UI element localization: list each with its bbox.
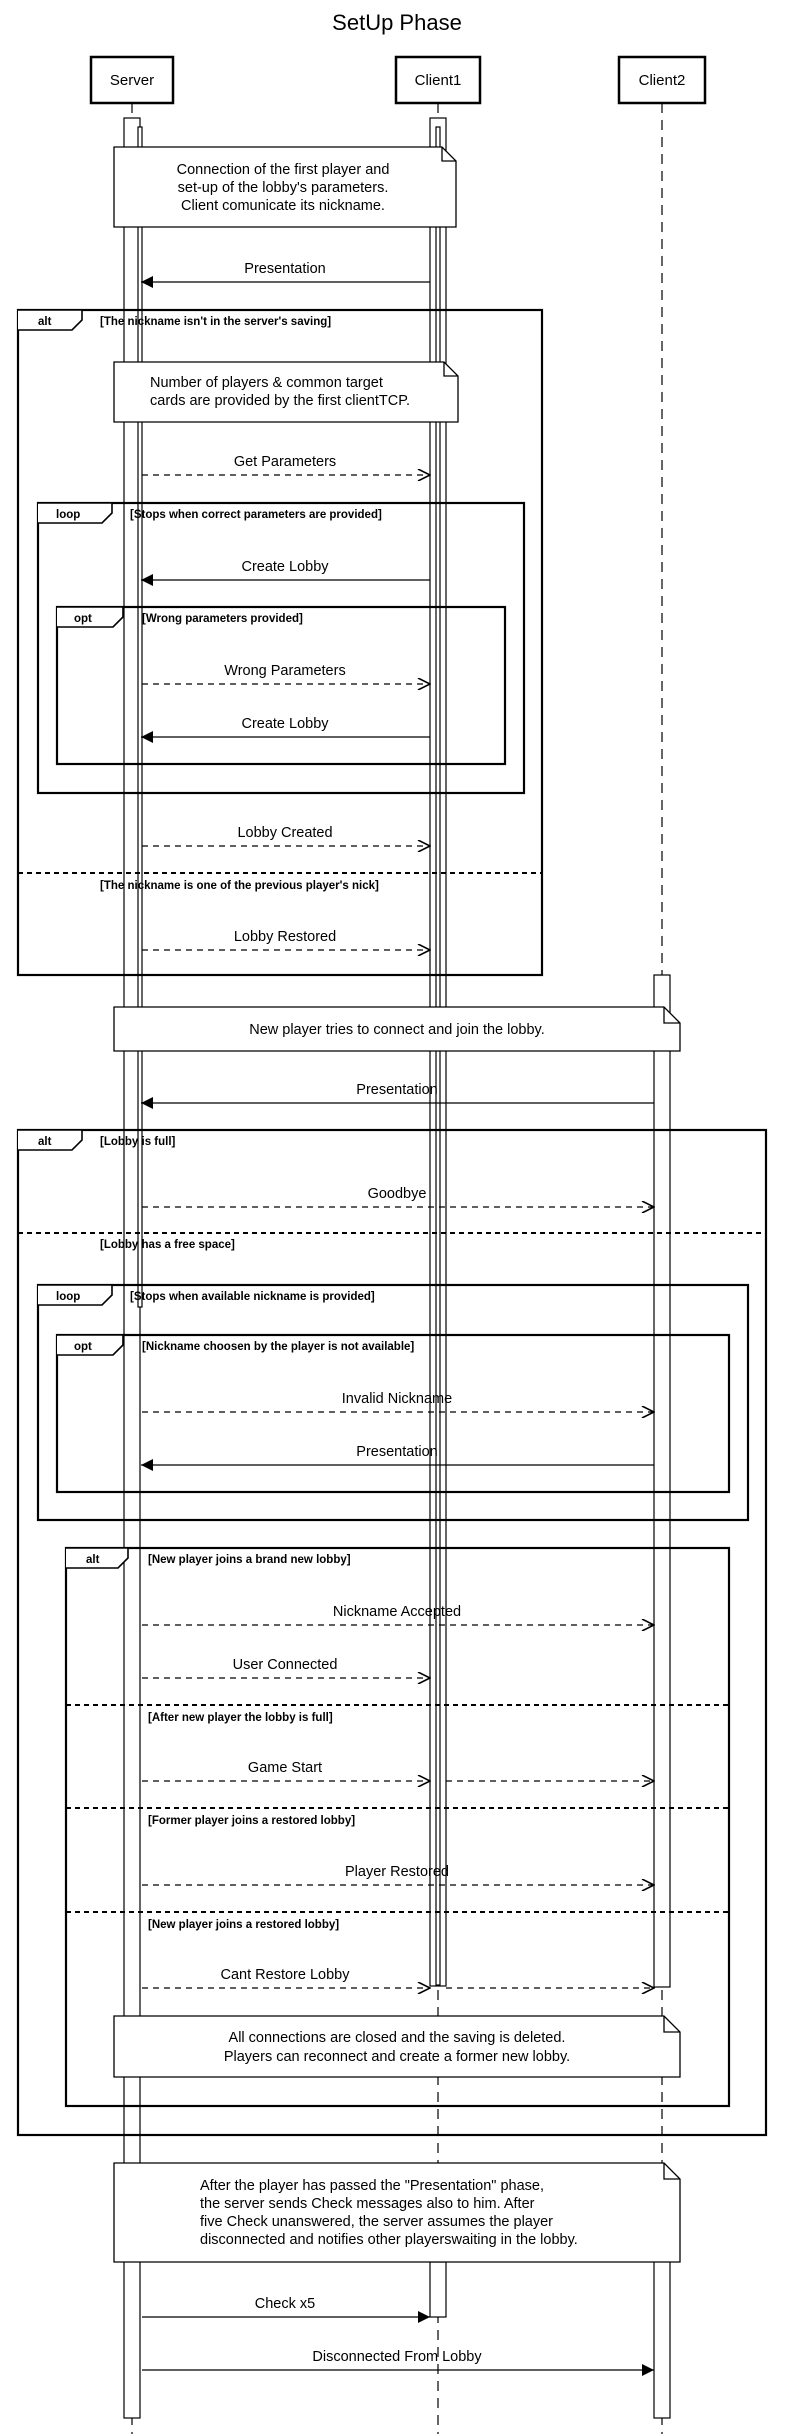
fragment-alt-nickname-keyword: alt: [38, 316, 52, 328]
message-get-parameters-label: Get Parameters: [234, 454, 336, 470]
fragment-opt-wrong-parameters-keyword: opt: [74, 613, 92, 625]
message-presentation-3-label: Presentation: [356, 1444, 437, 1460]
message-cant-restore-lobby-label: Cant Restore Lobby: [221, 1967, 351, 1983]
message-nickname-accepted: Nickname Accepted: [142, 1604, 654, 1625]
message-lobby-restored: Lobby Restored: [142, 929, 430, 950]
fragment-alt-join: alt [New player joins a brand new lobby]…: [64, 1546, 731, 2108]
message-create-lobby-2: Create Lobby: [141, 716, 430, 743]
messages: Presentation Get Parameters Create Lobby…: [141, 261, 654, 2376]
message-user-connected: User Connected: [142, 1657, 430, 1678]
message-goodbye-label: Goodbye: [368, 1186, 427, 1202]
note-check: After the player has passed the "Present…: [113, 2162, 681, 2263]
message-user-connected-label: User Connected: [233, 1657, 338, 1673]
message-wrong-parameters: Wrong Parameters: [142, 663, 430, 684]
activation-client1-check: [429, 2261, 447, 2318]
note-first-player-line-2: set-up of the lobby's parameters.: [178, 180, 389, 196]
fragment-opt-nickname: opt [Nickname choosen by the player is n…: [55, 1333, 731, 1494]
message-create-lobby-1: Create Lobby: [141, 559, 430, 586]
message-lobby-created-label: Lobby Created: [237, 825, 332, 841]
fragment-alt-nickname: alt [The nickname isn't in the server's …: [16, 308, 544, 977]
note-parameters: Number of players & common target cards …: [113, 361, 459, 423]
message-nickname-accepted-label: Nickname Accepted: [333, 1604, 461, 1620]
lifelines: [131, 103, 663, 2434]
message-presentation-1: Presentation: [141, 261, 430, 288]
message-lobby-restored-label: Lobby Restored: [234, 929, 336, 945]
fragment-loop-nickname: loop [Stops when available nickname is p…: [36, 1283, 750, 1522]
fragment-alt-join-else-2: [Former player joins a restored lobby]: [148, 1815, 355, 1827]
activation-client1-nested: [435, 126, 441, 1986]
message-create-lobby-1-label: Create Lobby: [241, 559, 329, 575]
message-player-restored-label: Player Restored: [345, 1864, 449, 1880]
actor-client1-label: Client1: [415, 72, 462, 89]
activation-client2: [653, 974, 671, 1988]
message-presentation-1-label: Presentation: [244, 261, 325, 277]
fragment-loop-nickname-condition: [Stops when available nickname is provid…: [130, 1291, 375, 1303]
actor-client2-label: Client2: [639, 72, 686, 89]
fragment-alt-lobby-keyword: alt: [38, 1136, 52, 1148]
fragment-alt-nickname-condition: [The nickname isn't in the server's savi…: [100, 316, 331, 328]
fragment-opt-nickname-keyword: opt: [74, 1341, 92, 1353]
activation-server-nested: [137, 126, 143, 1308]
message-presentation-2: Presentation: [141, 1082, 654, 1109]
fragment-loop-nickname-keyword: loop: [56, 1291, 80, 1303]
message-presentation-2-label: Presentation: [356, 1082, 437, 1098]
message-invalid-nickname-label: Invalid Nickname: [342, 1391, 452, 1407]
fragment-alt-lobby-condition: [Lobby is full]: [100, 1136, 176, 1148]
note-first-player: Connection of the first player and set-u…: [113, 146, 457, 228]
message-presentation-3: Presentation: [141, 1444, 654, 1471]
message-player-restored: Player Restored: [142, 1864, 654, 1885]
message-disconnected: Disconnected From Lobby: [142, 2349, 654, 2376]
fragment-opt-wrong-parameters-condition: [Wrong parameters provided]: [142, 613, 303, 625]
note-check-line-1: After the player has passed the "Present…: [200, 2178, 544, 2194]
note-check-line-4: disconnected and notifies other playersw…: [200, 2232, 578, 2248]
actor-server: Server: [89, 55, 175, 105]
fragment-alt-join-else-1: [After new player the lobby is full]: [148, 1712, 333, 1724]
note-connections-closed-line-1: All connections are closed and the savin…: [229, 2030, 566, 2046]
fragment-opt-nickname-condition: [Nickname choosen by the player is not a…: [142, 1341, 414, 1353]
message-check: Check x5: [142, 2296, 430, 2323]
note-parameters-line-1: Number of players & common target: [150, 375, 383, 391]
message-disconnected-label: Disconnected From Lobby: [312, 2349, 482, 2365]
message-create-lobby-2-label: Create Lobby: [241, 716, 329, 732]
actor-client2: Client2: [617, 55, 707, 105]
diagram-title: SetUp Phase: [332, 10, 462, 35]
fragment-opt-wrong-parameters: opt [Wrong parameters provided]: [55, 605, 507, 766]
fragment-alt-lobby: alt [Lobby is full] [Lobby has a free sp…: [16, 1128, 768, 2137]
note-first-player-line-3: Client comunicate its nickname.: [181, 198, 385, 214]
message-game-start: Game Start: [142, 1760, 654, 1781]
message-game-start-label: Game Start: [248, 1760, 322, 1776]
message-lobby-created: Lobby Created: [142, 825, 430, 846]
note-new-player: New player tries to connect and join the…: [113, 1006, 681, 1052]
note-new-player-line-1: New player tries to connect and join the…: [249, 1022, 545, 1038]
message-wrong-parameters-label: Wrong Parameters: [224, 663, 345, 679]
fragment-loop-parameters-keyword: loop: [56, 509, 80, 521]
actor-client1: Client1: [394, 55, 482, 105]
fragment-alt-join-condition: [New player joins a brand new lobby]: [148, 1554, 351, 1566]
note-check-line-3: five Check unanswered, the server assume…: [200, 2214, 553, 2230]
message-check-label: Check x5: [255, 2296, 315, 2312]
message-goodbye: Goodbye: [142, 1186, 654, 1207]
fragment-loop-parameters: loop [Stops when correct parameters are …: [36, 501, 526, 795]
note-connections-closed: All connections are closed and the savin…: [113, 2015, 681, 2078]
fragment-alt-nickname-else: [The nickname is one of the previous pla…: [100, 880, 379, 892]
note-check-line-2: the server sends Check messages also to …: [200, 2196, 535, 2212]
note-parameters-line-2: cards are provided by the first clientTC…: [150, 393, 410, 409]
message-get-parameters: Get Parameters: [142, 454, 430, 475]
actor-server-label: Server: [110, 72, 154, 89]
note-first-player-line-1: Connection of the first player and: [177, 162, 390, 178]
note-connections-closed-line-2: Players can reconnect and create a forme…: [224, 2049, 570, 2065]
fragment-loop-parameters-condition: [Stops when correct parameters are provi…: [130, 509, 382, 521]
fragment-alt-join-keyword: alt: [86, 1554, 100, 1566]
fragment-alt-lobby-else: [Lobby has a free space]: [100, 1239, 235, 1251]
message-invalid-nickname: Invalid Nickname: [142, 1391, 654, 1412]
message-cant-restore-lobby: Cant Restore Lobby: [142, 1967, 654, 1988]
fragment-alt-join-else-3: [New player joins a restored lobby]: [148, 1919, 339, 1931]
